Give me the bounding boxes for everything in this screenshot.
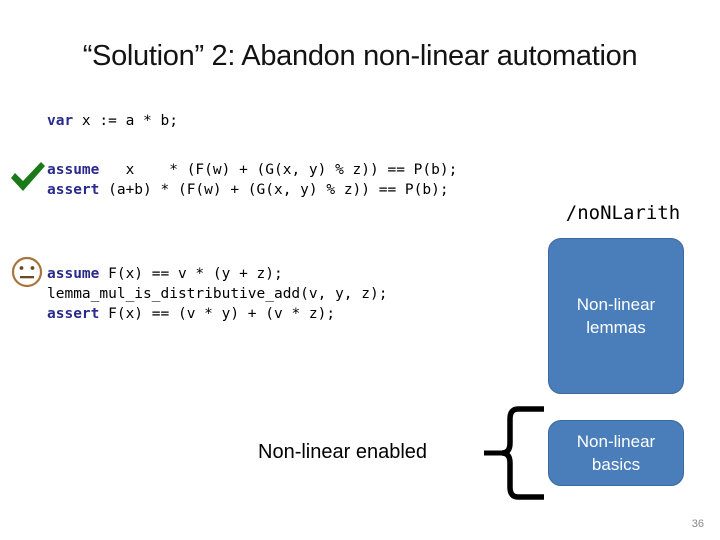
page-number: 36 (691, 518, 704, 530)
code-block-assume-assert-nonlinear: assume x * (F(w) + (G(x, y) % z)) == P(b… (47, 160, 457, 200)
code-text: F(x) == (v * y) + (v * z); (99, 306, 336, 322)
code-text: F(x) == v * (y + z); (99, 266, 283, 282)
code-keyword: var (47, 113, 74, 129)
code-block-declaration: var x := a * b; (47, 111, 178, 131)
code-line: assert (a+b) * (F(w) + (G(x, y) % z)) ==… (47, 180, 457, 200)
left-curly-brace-icon (482, 405, 548, 501)
box-label: Non-linear lemmas (577, 293, 655, 339)
code-text: lemma_mul_is_distributive_add(v, y, z); (47, 286, 388, 302)
code-keyword: assert (47, 182, 100, 198)
code-line: var x := a * b; (47, 111, 178, 131)
code-text: x * (F(w) + (G(x, y) % z)) == P(b); (99, 162, 458, 178)
box-label-line1: Non-linear (576, 295, 656, 314)
code-block-lemma-invocation: assume F(x) == v * (y + z); lemma_mul_is_… (47, 264, 387, 324)
nonlarith-flag-label: /noNLarith (565, 202, 681, 224)
code-line: assert F(x) == (v * y) + (v * z); (47, 304, 387, 324)
page-title: “Solution” 2: Abandon non-linear automat… (82, 40, 638, 72)
box-label-line1: Non-linear (576, 432, 656, 451)
code-line: assume F(x) == v * (y + z); (47, 264, 387, 284)
green-check-icon (8, 160, 48, 194)
code-keyword: assume (47, 266, 100, 282)
code-keyword: assume (47, 162, 100, 178)
code-text: x := a * b; (73, 113, 178, 129)
nonlinear-enabled-label: Non-linear enabled (258, 441, 428, 463)
box-label-line2: basics (591, 455, 641, 474)
box-nonlinear-lemmas: Non-linear lemmas (548, 238, 684, 394)
box-nonlinear-basics: Non-linear basics (548, 420, 684, 486)
code-line: lemma_mul_is_distributive_add(v, y, z); (47, 284, 387, 304)
code-text: (a+b) * (F(w) + (G(x, y) % z)) == P(b); (99, 182, 449, 198)
box-label: Non-linear basics (577, 430, 655, 476)
box-label-line2: lemmas (586, 318, 646, 337)
code-keyword: assert (47, 306, 100, 322)
code-line: assume x * (F(w) + (G(x, y) % z)) == P(b… (47, 160, 457, 180)
neutral-face-icon (10, 255, 44, 289)
